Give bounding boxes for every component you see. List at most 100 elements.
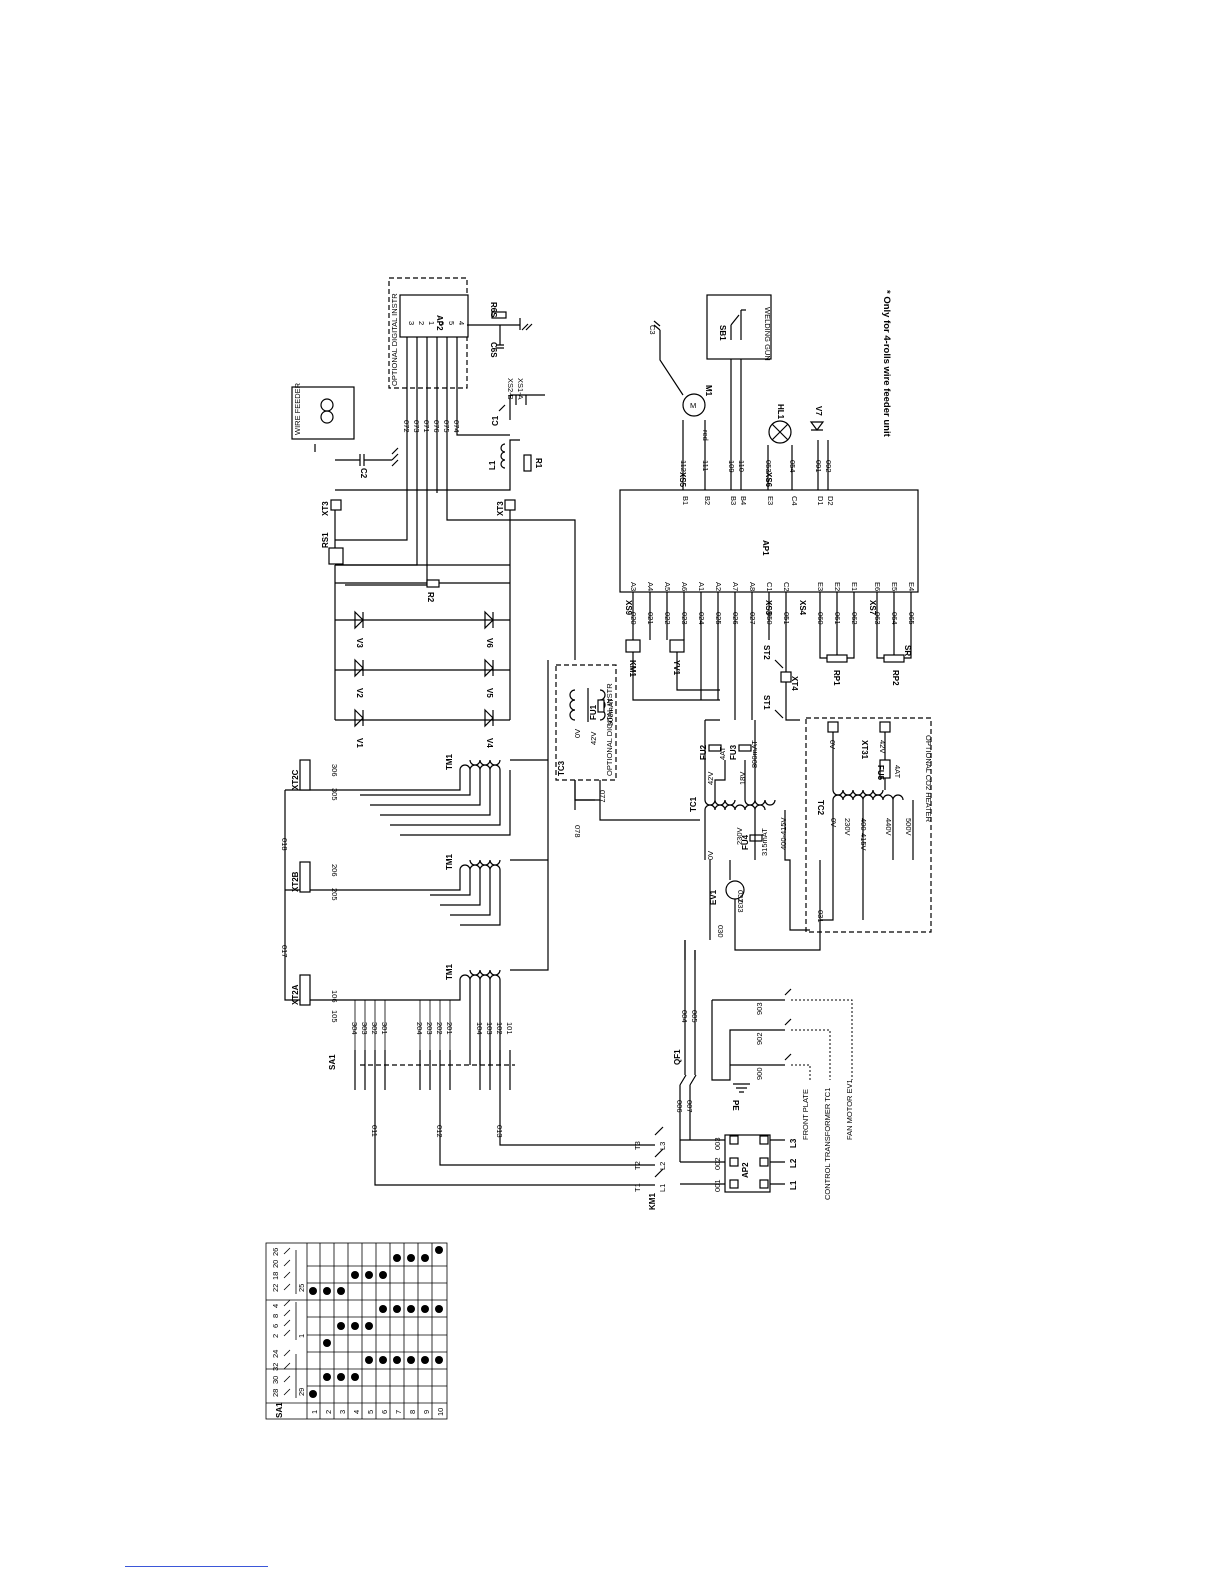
tm1-transformers: TM1 305 306 TM1 205 206 TM1 105 106: [300, 660, 549, 1065]
footer-link-underline: [125, 1566, 268, 1567]
wire-feeder-label: WIRE FEEDER: [293, 382, 302, 435]
qf1-label: QF1: [673, 1049, 682, 1065]
ap1-pin: E3: [816, 582, 825, 591]
ap1-pin: A5: [663, 582, 672, 591]
tm1-label: TM1: [445, 753, 454, 770]
tc2-block: OPTIONAL CO2 HEATER XT31 0V 42V FU5 4AT …: [805, 717, 933, 933]
diodes: V1 V2 V3 V4 V5 V6: [354, 610, 494, 748]
tc1-secondary-label: 42V: [706, 772, 715, 785]
fu3-label: FU3: [729, 744, 738, 760]
pe-dest-label: FRONT PLATE: [801, 1089, 810, 1140]
sa1-contact-glyphs: [283, 1247, 297, 1398]
wire-label: 306: [330, 764, 339, 777]
xs2b-label: XS2-B: [506, 378, 515, 400]
fu2-label: FU2: [699, 744, 708, 760]
wire-label: 064: [890, 612, 899, 625]
ap1-pin: D1: [816, 496, 825, 506]
tm1-label: TM1: [445, 963, 454, 980]
ap1-pin: A2: [714, 582, 723, 591]
wire-label: 305: [330, 788, 339, 801]
ap1-pin: A3: [629, 582, 638, 591]
tc-power-wire: 032: [736, 890, 745, 903]
qf1-wire: 007: [685, 1100, 694, 1113]
tc1-secondary-label: 18V: [738, 772, 747, 785]
optional-digital-instr-label: OPTIONAL DIGITAL INSTR: [390, 293, 399, 386]
tm1-wire: 104: [475, 1022, 484, 1035]
sa1-contact-label: 2: [271, 1334, 280, 1338]
wire-label: 072: [402, 420, 411, 433]
sa1-group-wire: 013: [495, 1125, 504, 1138]
wire-label: 027: [748, 612, 757, 625]
xt2-link-label: 017: [280, 945, 289, 958]
m1-label: M1: [704, 385, 713, 397]
sa1-row-label: 5: [366, 1410, 375, 1414]
footnote: * Only for 4-rolls wire feeder unit: [881, 290, 892, 438]
km1-line-label: L1: [658, 1184, 667, 1192]
ap1-pin: A6: [680, 582, 689, 591]
fu2-rating: 4AT: [718, 746, 727, 760]
tc-power-wire: 033: [736, 900, 745, 913]
wire-label: 053: [764, 460, 773, 473]
fu1-label: FU1: [589, 704, 598, 720]
tc2-tap-label: 500V: [904, 818, 913, 836]
tm1-wire: 101: [505, 1022, 514, 1035]
sa1-row-label: 4: [352, 1410, 361, 1414]
l1-label: L1: [488, 460, 497, 470]
wire-label: 105: [330, 1010, 339, 1023]
qf1-wire: 006: [675, 1100, 684, 1113]
wire-label: 071: [422, 420, 431, 433]
wire-label: 060: [816, 612, 825, 625]
sa1-contact-label: 22: [271, 1284, 280, 1292]
ap2-pin: 5: [447, 321, 456, 325]
ap2-bottom-label: AP2: [741, 1162, 750, 1178]
pe-dest-label: CONTROL TRANSFORMER TC1: [823, 1088, 832, 1200]
tc2-label: TC2: [816, 800, 825, 816]
pe-ground: PE 900 902 903 FRONT PLATE CONTROL TRANS…: [711, 988, 854, 1200]
tc3-optional-label: OPTIONAL DIGITAL INSTR: [605, 683, 614, 776]
pe-wire: 903: [755, 1002, 764, 1015]
sr-label: SR: [903, 645, 912, 656]
wire-label: 026: [731, 612, 740, 625]
tc2-tap-label: 400-415V: [859, 818, 868, 851]
shunt-and-inductor: RS1 XT3 XT3 L1 R1 C1 XS2-B XS1-A: [321, 378, 545, 565]
xt3-top-label: XT3: [321, 501, 330, 516]
wire-label: 073: [412, 420, 421, 433]
km1-label: KM1: [648, 1193, 657, 1210]
xt31-label: XT31: [860, 740, 869, 760]
sa1-contact-label: 8: [271, 1314, 280, 1318]
xs-connector-label: XS4: [798, 600, 807, 616]
wire-label: 076: [432, 420, 441, 433]
sa1-group-labels: 28 30 32 24 29 2 6 8 4 1 22 18 20 26 25: [271, 1248, 306, 1397]
ap1-pin: D2: [826, 496, 835, 506]
tc-power-wire: 030: [716, 925, 725, 938]
wire-label: 110: [737, 460, 746, 472]
wire-label: 092: [824, 460, 833, 473]
ap1-pin: A4: [646, 582, 655, 591]
wire-label: 075: [442, 420, 451, 433]
xt2-label: XT2B: [291, 871, 300, 892]
sa1-row-label: 9: [422, 1410, 431, 1414]
st1-label: ST1: [762, 695, 771, 710]
tm1-wire: 202: [435, 1022, 444, 1035]
pe-label: PE: [731, 1100, 740, 1111]
wire-label: 020: [629, 612, 638, 625]
pe-wire: 902: [755, 1032, 764, 1045]
tc2-tap-label: 440V: [884, 818, 893, 836]
xt2-label: XT2A: [291, 984, 300, 1005]
ap2-pin: 1: [427, 321, 436, 325]
m1-symbol: M: [690, 401, 696, 410]
optional-digital-instr-block: AP2 OPTIONAL DIGITAL INSTR 3 2 1 6 5 4 0…: [335, 277, 576, 660]
qf1-breaker: QF1 004 005 006 007: [673, 940, 699, 1162]
c6s-label: C6S: [489, 342, 498, 358]
v7-label: V7: [814, 406, 823, 416]
ev1-label: EV1: [709, 889, 718, 905]
ap2-label: AP2: [435, 315, 444, 331]
ap2-pin: 4: [457, 321, 466, 325]
tc3-voltage-0v: 0V: [573, 729, 582, 738]
mains-wire: 002: [713, 1157, 722, 1170]
sa1-contact-label: 28: [271, 1389, 280, 1397]
sa1-contact-label: 32: [271, 1363, 280, 1371]
sa1-common-label: 1: [297, 1334, 306, 1338]
xs5-wire-labels: 112 111 109 110 053 054 091 092 red: [679, 430, 833, 473]
